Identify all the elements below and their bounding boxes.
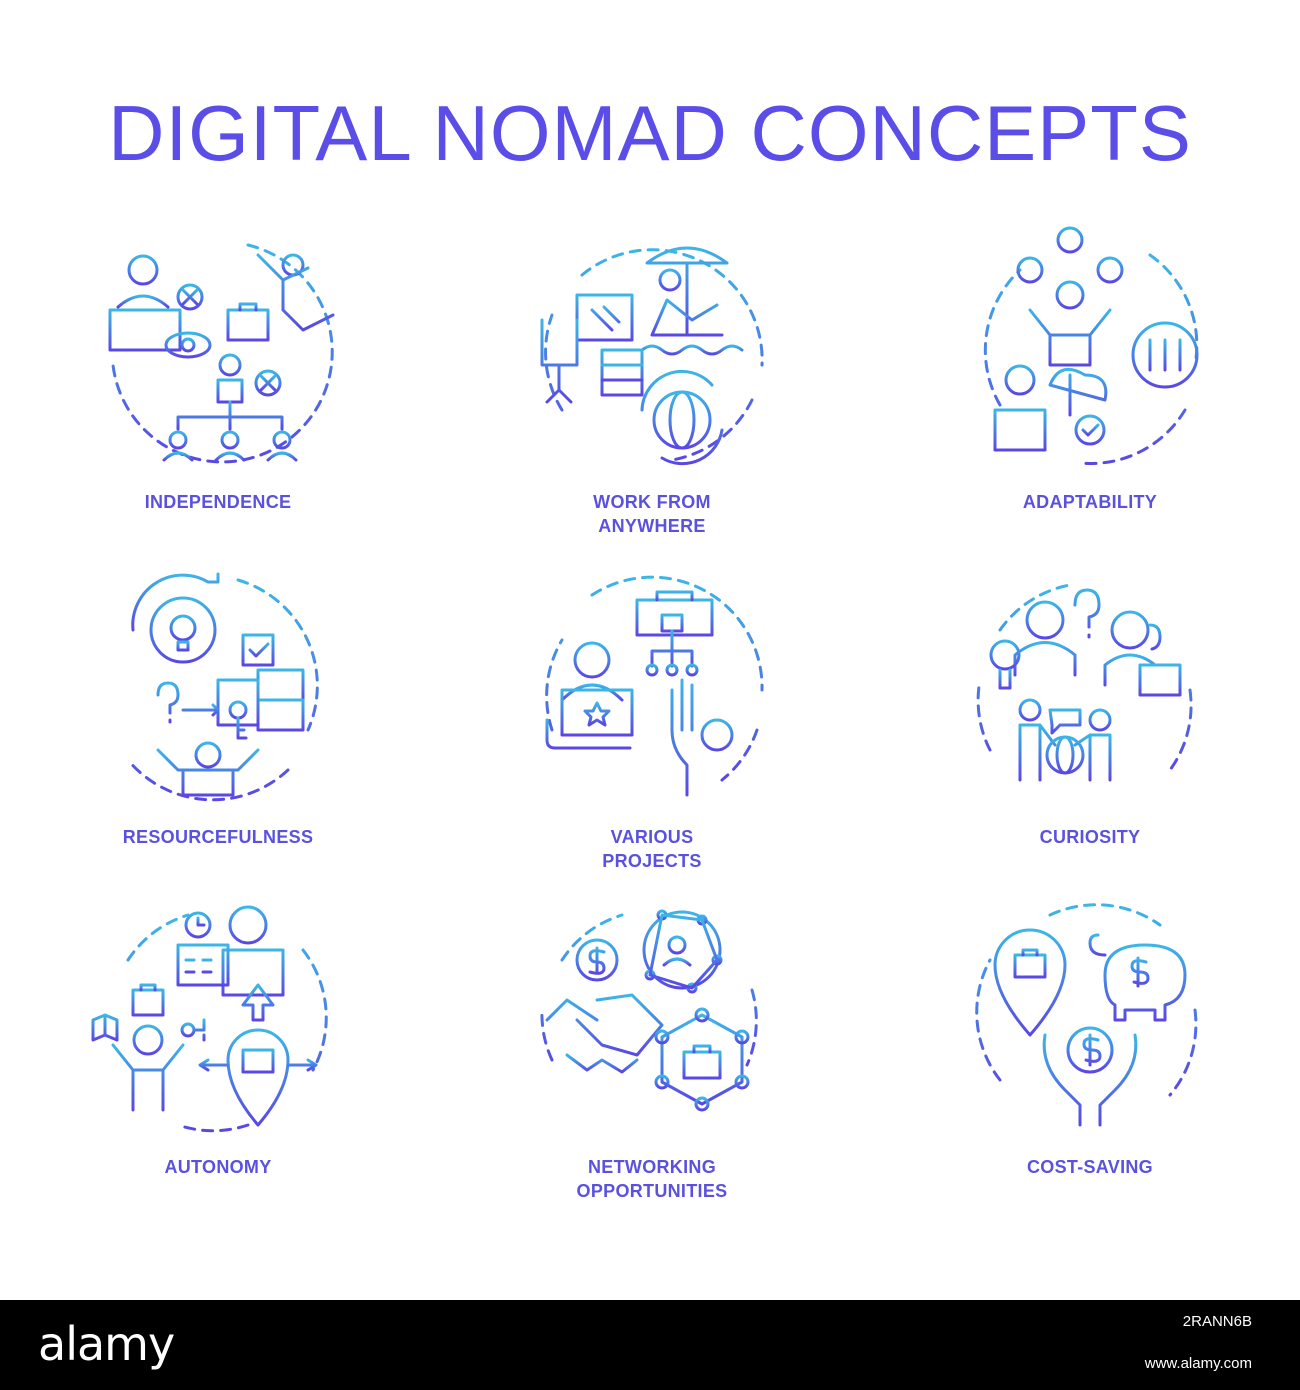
autonomy-icon <box>91 905 328 1133</box>
independence-icon <box>108 243 335 464</box>
alamy-logo: alamy <box>38 1317 175 1371</box>
concept-resourcefulness: RESOURCEFULNESS <box>88 570 348 870</box>
work-from-anywhere-icon <box>540 246 764 466</box>
various-projects-icon <box>545 575 764 797</box>
concept-adaptability: ADAPTABILITY <box>960 226 1220 535</box>
resourcefulness-icon <box>126 572 319 802</box>
concept-autonomy: AUTONOMY <box>88 900 348 1200</box>
concept-label: WORK FROM ANYWHERE <box>593 492 711 536</box>
concept-label: COST-SAVING <box>1027 1157 1153 1177</box>
curiosity-icon <box>976 583 1193 782</box>
concept-independence: INDEPENDENCE <box>88 235 348 535</box>
adaptability-icon <box>983 226 1199 465</box>
footer-url: www.alamy.com <box>1144 1355 1252 1372</box>
concept-label: CURIOSITY <box>1039 827 1141 847</box>
concept-cost-saving: COST-SAVING <box>960 900 1220 1200</box>
concept-networking-opportunities: NETWORKING OPPORTUNITIES <box>522 900 782 1201</box>
concept-work-from-anywhere: WORK FROM ANYWHERE <box>522 235 782 536</box>
networking-opportunities-icon <box>540 909 758 1112</box>
concept-various-projects: VARIOUS PROJECTS <box>522 570 782 871</box>
concept-label: INDEPENDENCE <box>144 492 292 512</box>
cost-saving-icon <box>975 903 1198 1127</box>
concept-label: ADAPTABILITY <box>1022 492 1158 512</box>
concept-label: RESOURCEFULNESS <box>122 827 314 847</box>
concept-label: NETWORKING OPPORTUNITIES <box>576 1157 728 1201</box>
watermark-footer: alamy 2RANN6B www.alamy.com <box>0 1300 1300 1390</box>
concept-label: VARIOUS PROJECTS <box>602 827 702 871</box>
concept-label: AUTONOMY <box>164 1157 272 1177</box>
concept-curiosity: CURIOSITY <box>960 570 1220 870</box>
image-id: 2RANN6B <box>1182 1313 1252 1330</box>
page-title: DIGITAL NOMAD CONCEPTS <box>108 89 1192 177</box>
